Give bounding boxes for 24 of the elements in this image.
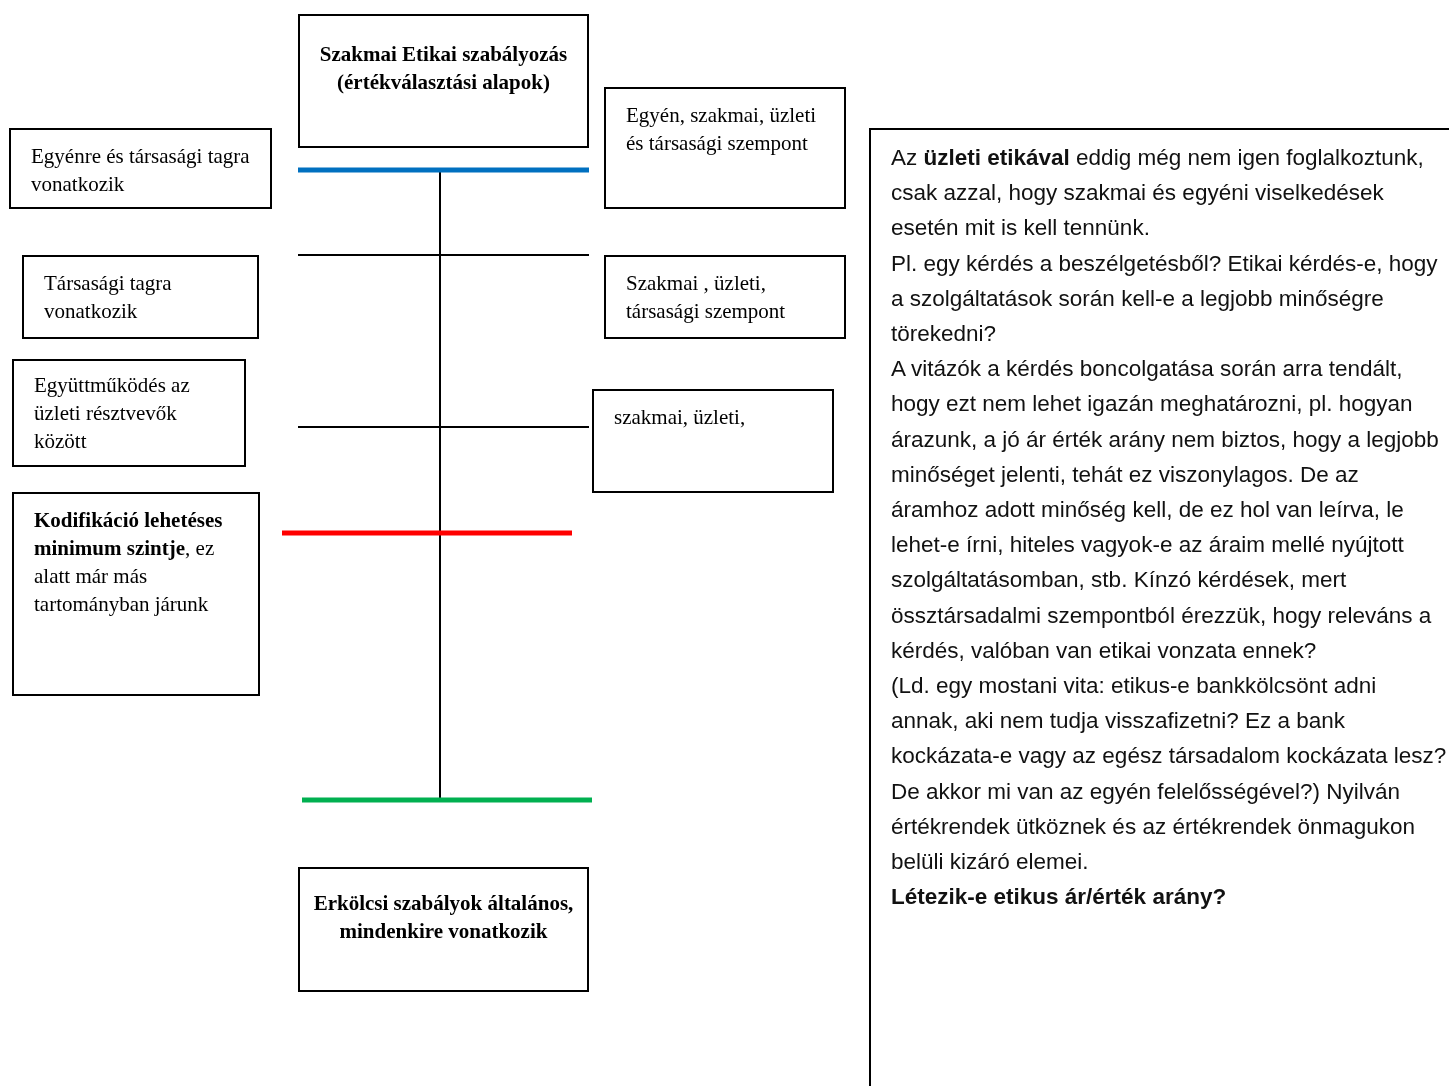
box-label: Szakmai Etikai szabályozás (értékválasztási alapok) <box>318 41 569 96</box>
text-box <box>9 128 272 209</box>
box-label: Kodifikáció lehetéses minimum szintje, ez alatt már más tartományban járunk <box>34 507 224 618</box>
box-label: Társasági tagra vonatkozik <box>44 270 173 325</box>
paragraph: A vitázók a kérdés boncolgatása során arra tendált, hogy ezt nem lehet igazán meghatározni, pl. hogyan árazunk, a jó ár érték arány nem biztos, hogy a legjobb minőséget jelenti, tehát ez viszonylagos. De az áramhoz adott minőség kell, de ez hol van leírva, le lehet-e írni, hiteles vagyok-e az áraim mellé nyújtott szolgáltatásomban, stb. Kínzó kérdések, mert össztársadalmi szempontból érezzük, hogy releváns a kérdés, valóban van etikai vonzata ennek? <box>891 355 1440 665</box>
paragraph: Az üzleti etikával eddig még nem igen foglalkoztunk, csak azzal, hogy szakmai és egyéni viselkedések esetén mit is kell tennünk. <box>891 144 1425 243</box>
text-box <box>298 867 589 992</box>
text-box <box>592 389 834 493</box>
box-label: Egyén, szakmai, üzleti és társasági szempont <box>626 102 818 157</box>
text-box <box>12 359 246 467</box>
text-box <box>12 492 260 696</box>
paragraph: Pl. egy kérdés a beszélgetésből? Etikai kérdés-e, hogy a szolgáltatások során kell-e a legjobb minőségre törekedni? <box>891 249 1439 348</box>
text-box <box>298 14 589 148</box>
paragraph: (Ld. egy mostani vita: etikus-e bankkölcsönt adni annak, aki nem tudja visszafizetni? Ez a bank kockázata-e vagy az egész társadalom kockázata lesz? De akkor mi van az egyén felelősségével?) Nyilván értékrendek ütköznek és az értékrendek önmagukon belüli kizáró elemei. <box>891 672 1448 877</box>
box-label: Együttműködés az üzleti résztvevők között <box>34 372 191 455</box>
box-label: szakmai, üzleti, <box>614 404 747 431</box>
note-panel <box>869 128 1449 1086</box>
text-box <box>604 255 846 339</box>
paragraph: Létezik-e etikus ár/érték arány? <box>891 883 1228 912</box>
text-box <box>22 255 259 339</box>
text-box <box>604 87 846 209</box>
box-label: Szakmai , üzleti, társasági szempont <box>626 270 787 325</box>
box-label: Egyénre és társasági tagra vonatkozik <box>31 143 251 198</box>
box-label: Erkölcsi szabályok általános, mindenkire vonatkozik <box>312 890 575 945</box>
